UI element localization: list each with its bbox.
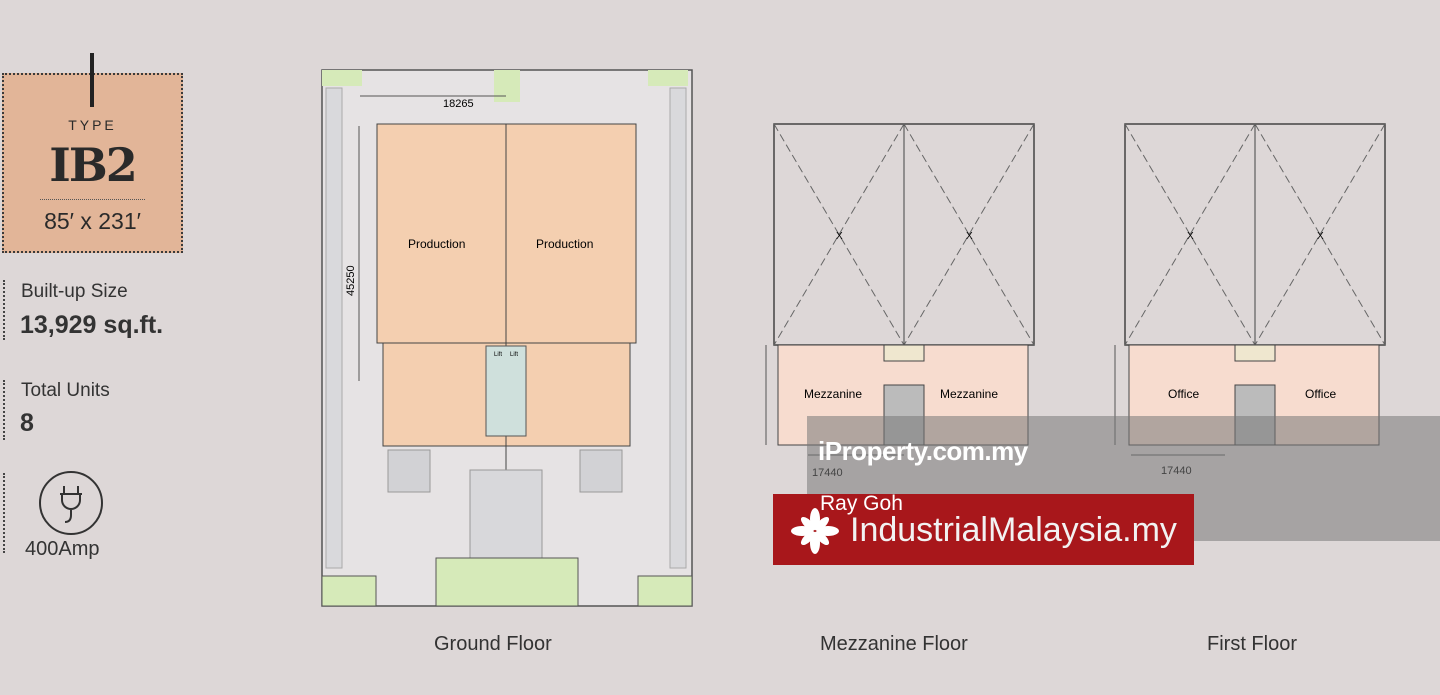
units-label: Total Units bbox=[21, 380, 110, 401]
svg-text:X: X bbox=[1187, 231, 1194, 242]
divider bbox=[3, 473, 5, 553]
ground-floor-title: Ground Floor bbox=[434, 633, 552, 655]
type-marker bbox=[90, 53, 94, 107]
ground-floor-plan: Lift Lift 18265 45250 Production Producti… bbox=[321, 69, 693, 607]
room-label: Office bbox=[1305, 387, 1336, 401]
agent-banner bbox=[773, 494, 1194, 565]
room-label: Production bbox=[408, 237, 465, 251]
power-plug-icon bbox=[39, 471, 103, 535]
svg-text:X: X bbox=[1317, 231, 1324, 242]
svg-text:X: X bbox=[836, 231, 843, 242]
room-label: Mezzanine bbox=[804, 387, 862, 401]
width-dimension: 17440 bbox=[1161, 465, 1192, 477]
lot-dimensions: 85′ x 231′ bbox=[44, 208, 141, 234]
first-floor-title: First Floor bbox=[1207, 633, 1297, 655]
svg-text:X: X bbox=[966, 231, 973, 242]
width-dimension: 18265 bbox=[443, 98, 474, 110]
svg-text:Lift: Lift bbox=[494, 352, 502, 358]
agent-website: IndustrialMalaysia.my bbox=[850, 511, 1177, 549]
divider bbox=[3, 380, 5, 440]
divider bbox=[40, 199, 145, 200]
room-label: Production bbox=[536, 237, 593, 251]
width-dimension: 17440 bbox=[812, 467, 843, 479]
svg-text:Lift: Lift bbox=[510, 352, 518, 358]
room-label: Office bbox=[1168, 387, 1199, 401]
builtup-value: 13,929 sq.ft. bbox=[20, 311, 164, 339]
type-name: IB2 bbox=[49, 138, 137, 192]
power-value: 400Amp bbox=[25, 538, 100, 560]
type-label: TYPE bbox=[68, 117, 117, 133]
room-label: Mezzanine bbox=[940, 387, 998, 401]
units-value: 8 bbox=[20, 409, 34, 437]
builtup-label: Built-up Size bbox=[21, 281, 128, 302]
iproperty-watermark: iProperty.com.my bbox=[818, 436, 1028, 466]
flower-logo-icon bbox=[791, 508, 839, 554]
divider bbox=[3, 280, 5, 340]
mezzanine-floor-title: Mezzanine Floor bbox=[820, 633, 968, 655]
length-dimension: 45250 bbox=[345, 265, 357, 296]
agent-name: Ray Goh bbox=[820, 492, 903, 515]
